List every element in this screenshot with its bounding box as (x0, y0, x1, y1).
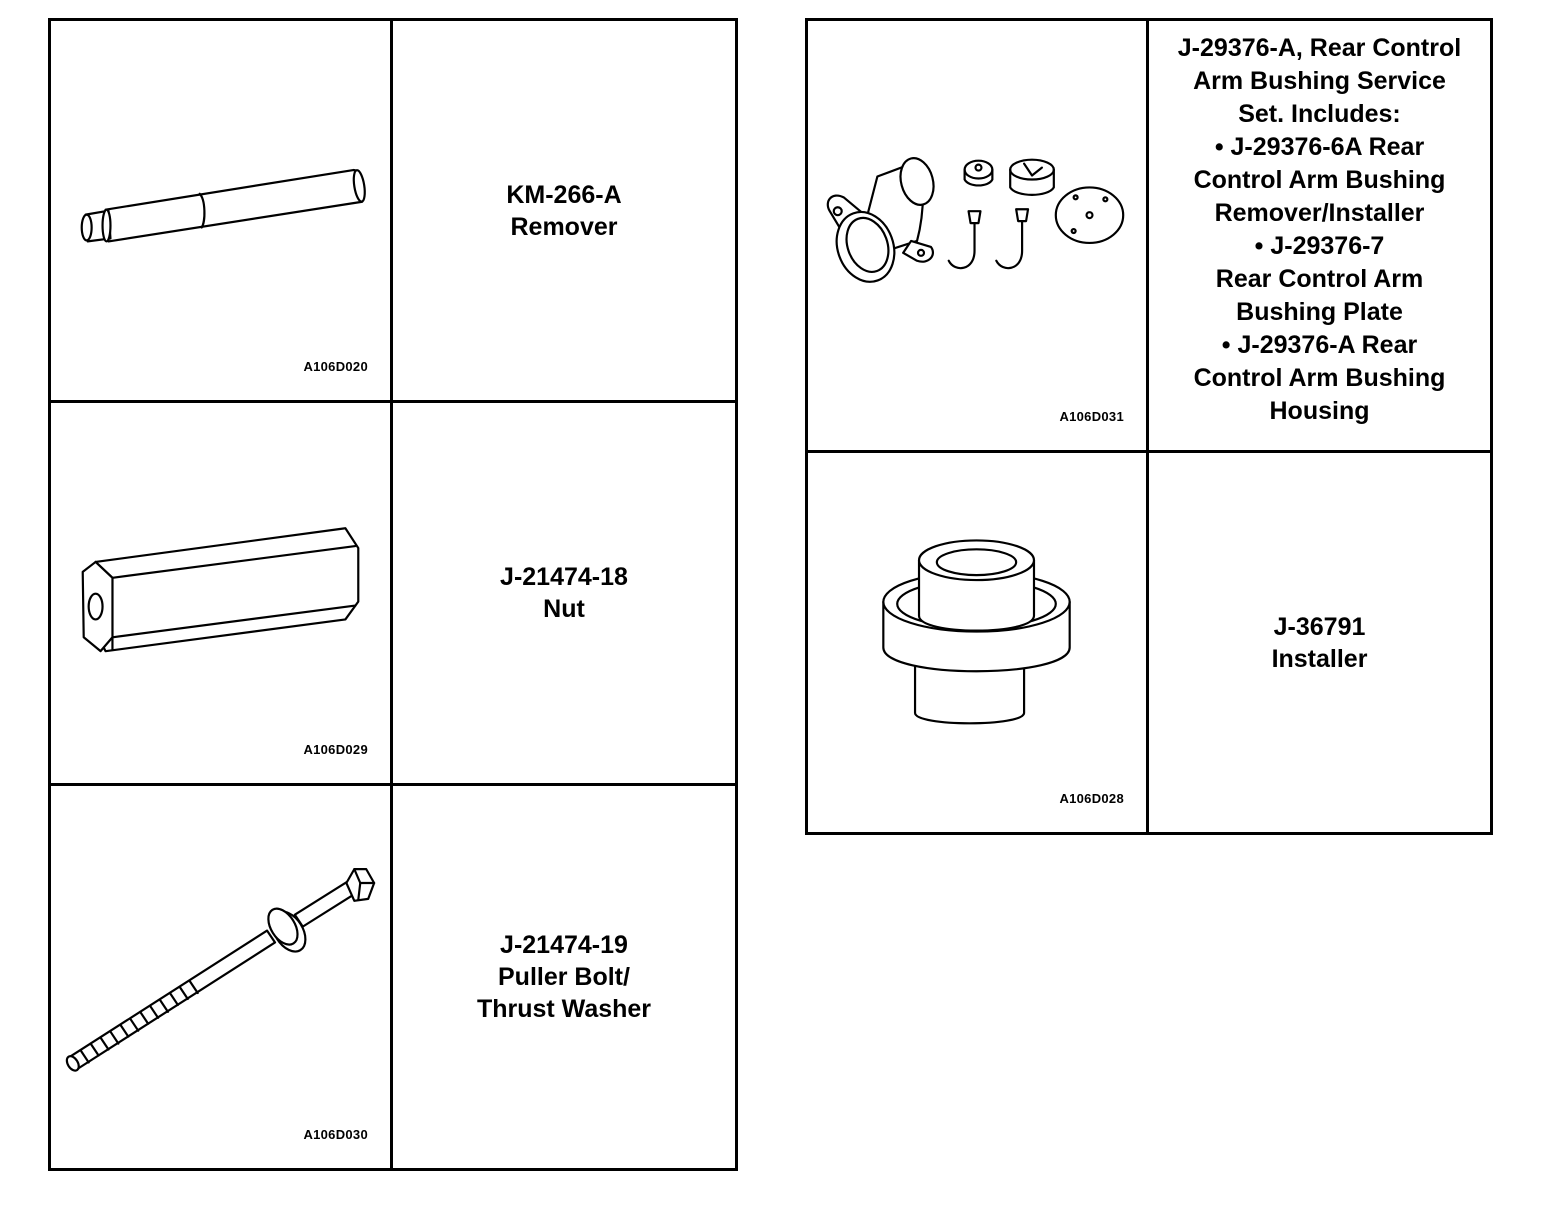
set-component: • J-29376-7 (1254, 231, 1385, 260)
tool-name: Arm Bushing Service (1193, 66, 1446, 95)
special-tools-table-right: A106D031 J-29376-A, Rear Control Arm Bus… (805, 18, 1493, 835)
tool-part-number: J-21474-18 (500, 562, 628, 591)
remover-tool-icon (80, 168, 366, 243)
tool-image-cell-installer: A106D028 (808, 453, 1149, 832)
set-component: Control Arm Bushing (1193, 363, 1446, 392)
figure-code: A106D030 (303, 1127, 368, 1142)
tool-description: J-36791 Installer (1272, 611, 1368, 675)
figure-code: A106D031 (1059, 409, 1124, 424)
figure-code: A106D029 (303, 741, 368, 757)
bushing-service-set-icon (826, 157, 1125, 283)
set-component: • J-29376-A Rear (1221, 330, 1418, 359)
figure-code: A106D028 (1059, 791, 1124, 806)
tool-image-cell-nut: A106D029 (51, 403, 393, 786)
tool-image-cell-bushing-service-set: A106D031 (808, 21, 1149, 453)
tool-name: Puller Bolt/ (498, 962, 630, 991)
set-component: • J-29376-6A Rear (1214, 132, 1425, 161)
set-component: Bushing Plate (1236, 297, 1403, 326)
tool-description-cell-nut: J-21474-18 Nut (393, 403, 735, 786)
tool-part-number: J-21474-19 (500, 930, 628, 959)
puller-bolt-icon (65, 867, 376, 1072)
tool-description: KM-266-A Remover (506, 179, 621, 243)
tool-description-cell-puller-bolt: J-21474-19 Puller Bolt/ Thrust Washer (393, 786, 735, 1168)
tool-image-cell-remover: A106D020 (51, 21, 393, 404)
special-tools-table-left: A106D020 KM-266-A Remover A106D029 J-214… (48, 18, 738, 1171)
tool-description-cell-remover: KM-266-A Remover (393, 21, 735, 404)
tool-part-number: J-36791 (1273, 612, 1366, 641)
hex-nut-icon (81, 527, 360, 653)
tool-image-cell-puller-bolt: A106D030 (51, 785, 393, 1168)
tool-part-number: KM-266-A (506, 180, 622, 209)
set-component: Rear Control Arm (1215, 264, 1424, 293)
tool-description: J-21474-18 Nut (500, 561, 628, 625)
tool-description: J-29376-A, Rear Control Arm Bushing Serv… (1178, 32, 1461, 428)
set-component: Housing (1269, 396, 1370, 425)
installer-tool-icon (882, 539, 1071, 725)
figure-code: A106D020 (303, 359, 368, 375)
tool-name: Remover (510, 212, 618, 241)
tool-description-cell-bushing-service-set: J-29376-A, Rear Control Arm Bushing Serv… (1149, 21, 1490, 453)
tool-name: Installer (1271, 644, 1368, 673)
tool-part-number: J-29376-A, Rear Control (1177, 33, 1462, 62)
tool-name: Nut (543, 594, 585, 623)
tool-description: J-21474-19 Puller Bolt/ Thrust Washer (477, 929, 651, 1025)
tool-name: Set. Includes: (1238, 99, 1401, 128)
tool-description-cell-installer: J-36791 Installer (1149, 453, 1490, 832)
set-component: Control Arm Bushing (1193, 165, 1446, 194)
tool-name: Thrust Washer (476, 994, 652, 1023)
set-component: Remover/Installer (1214, 198, 1425, 227)
